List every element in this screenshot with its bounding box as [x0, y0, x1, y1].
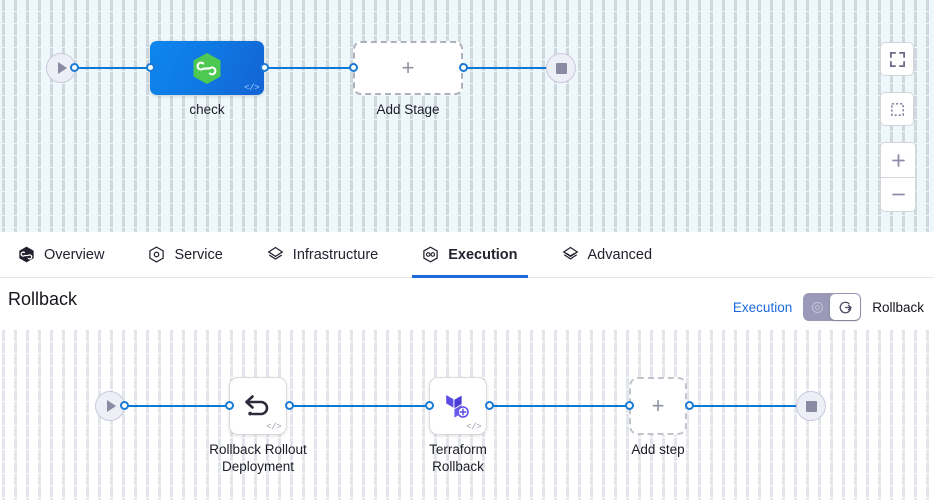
rollback-arrow-icon [245, 395, 269, 416]
zoom-controls [880, 142, 916, 212]
plus-icon: + [401, 55, 415, 80]
switch-thumb [830, 294, 861, 320]
rollback-icon [839, 301, 852, 313]
zoom-out-icon [891, 193, 905, 196]
stage-node-label: check [189, 102, 225, 117]
tab-label: Overview [44, 246, 105, 263]
edge-step2-to-addstep [488, 405, 630, 407]
zoom-in-button[interactable] [881, 143, 915, 177]
edge-addstage-to-end [458, 67, 568, 69]
port-step2-out[interactable] [485, 401, 494, 410]
tab-label: Service [174, 246, 223, 263]
add-stage-node[interactable]: + Add Stage [353, 41, 463, 117]
zoom-in-icon [891, 153, 905, 167]
execution-canvas[interactable]: </> check + Add Stage [0, 0, 934, 232]
selection-box-icon [890, 102, 904, 116]
zoom-out-button[interactable] [881, 177, 915, 211]
plus-icon: + [651, 393, 665, 418]
port-step1-out[interactable] [285, 401, 294, 410]
add-step-box[interactable]: + [629, 377, 687, 435]
code-badge: </> [266, 422, 281, 432]
tab-label: Advanced [587, 246, 653, 263]
fullscreen-icon [889, 51, 905, 67]
code-badge: </> [244, 83, 259, 93]
port-start-out[interactable] [70, 63, 79, 72]
add-step-node[interactable]: + Add step [629, 377, 687, 457]
fit-selection-button[interactable] [880, 92, 914, 126]
port-check-out[interactable] [260, 63, 269, 72]
tab-label: Infrastructure [292, 246, 379, 263]
infrastructure-layers-icon [267, 246, 284, 260]
port-rb-start-out[interactable] [120, 401, 129, 410]
tab-execution[interactable]: Execution [412, 232, 528, 278]
stop-icon [555, 62, 567, 74]
add-stage-label: Add Stage [376, 102, 440, 117]
stop-icon [805, 400, 817, 412]
step-node-body[interactable]: </> [229, 377, 287, 435]
step-node-label: Rollback Rollout Deployment [209, 442, 307, 474]
rollback-header: Rollback Execution [0, 279, 934, 330]
code-badge: </> [466, 422, 481, 432]
tab-service[interactable]: Service [148, 232, 223, 278]
port-addstep-in[interactable] [625, 401, 634, 410]
step-node-terraform-rollback[interactable]: </> Terraform Rollback [429, 377, 487, 474]
execution-rollback-switch[interactable] [803, 293, 862, 321]
edge-start-to-step1 [124, 405, 230, 407]
execution-pipeline-icon [423, 246, 438, 263]
service-hexagon-icon [149, 246, 165, 263]
stage-node-body[interactable]: </> [150, 41, 264, 95]
tab-overview[interactable]: Overview [18, 232, 104, 278]
port-check-in[interactable] [146, 63, 155, 72]
port-addstage-in[interactable] [349, 63, 358, 72]
rollback-end-node[interactable] [796, 391, 826, 421]
rollback-canvas[interactable]: </> Rollback Rollout Deployment </> Terr… [0, 330, 934, 500]
port-step1-in[interactable] [225, 401, 234, 410]
tab-label: Execution [448, 246, 518, 263]
play-icon [107, 400, 116, 412]
edge-check-to-addstage [258, 67, 358, 69]
port-addstep-out[interactable] [685, 401, 694, 410]
port-addstage-out[interactable] [459, 63, 468, 72]
tab-infrastructure[interactable]: Infrastructure [267, 232, 378, 278]
add-step-label: Add step [631, 442, 685, 457]
advanced-layers-icon [562, 246, 578, 260]
edge-start-to-check [74, 67, 164, 69]
pipeline-end-node[interactable] [546, 53, 576, 83]
tab-advanced[interactable]: Advanced [562, 232, 653, 278]
page-title: Rollback [8, 289, 78, 309]
harness-hexagon-icon [193, 52, 221, 84]
stage-tabbar: Overview Service Infrastructure Executio… [0, 232, 934, 278]
switch-option-execution[interactable] [803, 293, 832, 321]
toggle-label-execution[interactable]: Execution [732, 299, 793, 315]
execution-icon [812, 301, 824, 313]
terraform-rollback-icon [446, 395, 469, 418]
edge-step1-to-step2 [288, 405, 430, 407]
step-node-body[interactable]: </> [429, 377, 487, 435]
harness-overview-icon [19, 246, 34, 263]
play-icon [58, 62, 67, 74]
canvas-toolbar [880, 42, 916, 212]
port-step2-in[interactable] [425, 401, 434, 410]
toggle-label-rollback: Rollback [872, 299, 924, 315]
step-node-label: Terraform Rollback [429, 442, 487, 474]
stage-node-check[interactable]: </> check [150, 41, 264, 117]
add-stage-box[interactable]: + [353, 41, 463, 95]
edge-addstep-to-end [688, 405, 806, 407]
fullscreen-button[interactable] [880, 42, 914, 76]
step-node-rollback-rollout-deployment[interactable]: </> Rollback Rollout Deployment [209, 377, 307, 474]
execution-rollback-toggle-row: Execution Rollback [733, 293, 924, 321]
